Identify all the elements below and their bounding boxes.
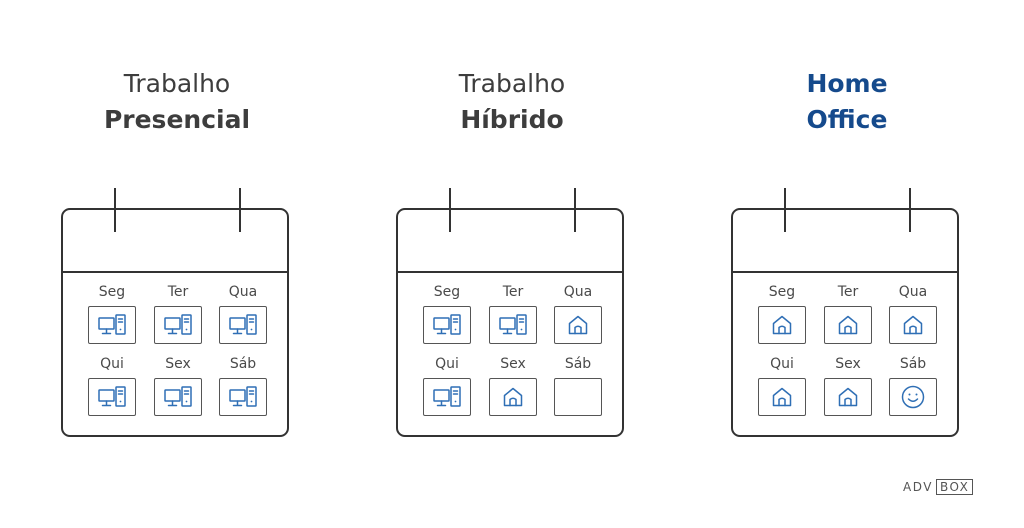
day-label: Sex — [835, 356, 861, 372]
title-line-2: Híbrido — [460, 105, 564, 134]
computer-icon — [228, 385, 258, 409]
day-label: Sáb — [899, 356, 927, 372]
day-label: Qua — [563, 284, 593, 300]
day-box — [88, 306, 136, 344]
day-label: Qui — [100, 356, 124, 372]
computer-icon — [498, 313, 528, 337]
day-cell: Qua — [553, 284, 603, 354]
logo-part-2: BOX — [935, 479, 974, 495]
smiley-icon — [900, 384, 926, 410]
title-line-1: Trabalho — [458, 69, 566, 98]
house-icon — [770, 385, 794, 409]
day-cell: Ter — [488, 284, 538, 354]
computer-icon — [97, 385, 127, 409]
column-hibrido: Trabalho Híbrido Seg Ter Qua Qui Sex Sáb — [396, 0, 628, 528]
day-box — [489, 378, 537, 416]
house-icon — [770, 313, 794, 337]
day-cell: Sáb — [218, 356, 268, 426]
day-cell: Seg — [422, 284, 472, 354]
day-box — [824, 378, 872, 416]
day-label: Sáb — [564, 356, 592, 372]
day-cell: Seg — [757, 284, 807, 354]
title-line-2: Presencial — [103, 105, 251, 134]
day-cell: Qui — [87, 356, 137, 426]
day-cell: Sáb — [553, 356, 603, 426]
day-label: Seg — [768, 284, 796, 300]
computer-icon — [432, 385, 462, 409]
house-icon — [836, 313, 860, 337]
day-cell: Sex — [488, 356, 538, 426]
day-box — [489, 306, 537, 344]
calendar-ring-right — [574, 188, 576, 232]
calendar: Seg Ter Qua Qui Sex Sáb — [396, 188, 624, 437]
column-home-office: Home Office Seg Ter Qua Qui Sex Sáb — [731, 0, 963, 528]
day-box — [554, 306, 602, 344]
title-line-1: Trabalho — [123, 69, 231, 98]
day-label: Sex — [165, 356, 191, 372]
calendar-ring-right — [239, 188, 241, 232]
day-box — [554, 378, 602, 416]
advbox-logo: ADV BOX — [903, 478, 981, 496]
house-icon — [836, 385, 860, 409]
day-box — [219, 378, 267, 416]
day-cell: Qua — [218, 284, 268, 354]
column-presencial: Trabalho Presencial Seg Ter Qua Qui Sex … — [61, 0, 293, 528]
day-label: Qua — [898, 284, 928, 300]
day-box — [889, 378, 937, 416]
column-title: Trabalho Híbrido — [396, 66, 628, 138]
day-label: Ter — [837, 284, 859, 300]
calendar-divider — [63, 271, 287, 273]
day-cell: Qui — [422, 356, 472, 426]
calendar: Seg Ter Qua Qui Sex Sáb — [61, 188, 289, 437]
calendar-divider — [733, 271, 957, 273]
day-cell: Ter — [153, 284, 203, 354]
day-box — [154, 378, 202, 416]
calendar-ring-left — [449, 188, 451, 232]
house-icon — [501, 385, 525, 409]
day-box — [889, 306, 937, 344]
day-cell: Sáb — [888, 356, 938, 426]
title-line-2: Office — [806, 105, 888, 134]
computer-icon — [163, 313, 193, 337]
day-cell: Sex — [153, 356, 203, 426]
day-box — [758, 306, 806, 344]
day-cell: Seg — [87, 284, 137, 354]
computer-icon — [228, 313, 258, 337]
logo-part-1: ADV — [903, 480, 933, 494]
day-box — [88, 378, 136, 416]
column-title: Home Office — [731, 66, 963, 138]
calendar-ring-left — [784, 188, 786, 232]
day-label: Qui — [435, 356, 459, 372]
calendar-divider — [398, 271, 622, 273]
day-box — [154, 306, 202, 344]
title-line-1: Home — [806, 69, 888, 98]
calendar-ring-right — [909, 188, 911, 232]
day-box — [219, 306, 267, 344]
day-label: Ter — [502, 284, 524, 300]
computer-icon — [97, 313, 127, 337]
day-cell: Qua — [888, 284, 938, 354]
house-icon — [901, 313, 925, 337]
day-box — [824, 306, 872, 344]
day-label: Sáb — [229, 356, 257, 372]
day-label: Qua — [228, 284, 258, 300]
day-label: Seg — [98, 284, 126, 300]
day-box — [423, 378, 471, 416]
day-label: Qui — [770, 356, 794, 372]
day-cell: Qui — [757, 356, 807, 426]
computer-icon — [163, 385, 193, 409]
calendar-ring-left — [114, 188, 116, 232]
day-label: Seg — [433, 284, 461, 300]
column-title: Trabalho Presencial — [61, 66, 293, 138]
day-cell: Sex — [823, 356, 873, 426]
house-icon — [566, 313, 590, 337]
day-label: Sex — [500, 356, 526, 372]
calendar: Seg Ter Qua Qui Sex Sáb — [731, 188, 959, 437]
day-label: Ter — [167, 284, 189, 300]
day-box — [758, 378, 806, 416]
day-cell: Ter — [823, 284, 873, 354]
computer-icon — [432, 313, 462, 337]
day-box — [423, 306, 471, 344]
